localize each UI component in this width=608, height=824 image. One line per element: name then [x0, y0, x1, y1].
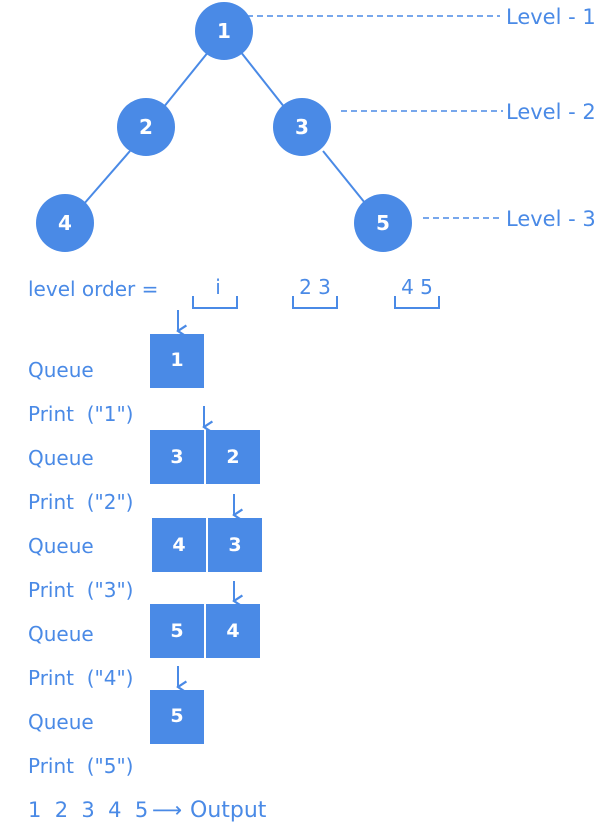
node-label: 4	[58, 211, 72, 235]
level-1-label: Level - 1	[506, 5, 596, 29]
print-label: Print ("4")	[28, 666, 133, 690]
level-order-label: level order =	[28, 277, 158, 301]
queue-label: Queue	[28, 622, 94, 646]
group-bracket	[192, 296, 238, 309]
edge-1-3	[239, 50, 286, 109]
queue-label: Queue	[28, 358, 94, 382]
group-bracket	[292, 296, 338, 309]
print-label: Print ("5")	[28, 754, 133, 778]
output-label: Output	[190, 798, 267, 823]
group-values: i	[215, 275, 221, 299]
output-sequence: 1 2 3 4 5	[28, 798, 148, 822]
level-order-group-2: 2 3	[292, 275, 338, 309]
queue-label: Queue	[28, 534, 94, 558]
queue-cell-value: 1	[170, 349, 183, 371]
queue-cell-value: 2	[226, 446, 239, 468]
group-values: 2 3	[299, 275, 331, 299]
node-label: 1	[217, 19, 231, 43]
tree-node-3: 3	[273, 98, 331, 156]
queue-cell: 2	[206, 430, 260, 484]
queue-cell: 4	[206, 604, 260, 658]
queue-cell: 3	[150, 430, 204, 484]
level-order-group-3: 4 5	[394, 275, 440, 309]
queue-cell-value: 3	[170, 446, 183, 468]
tree-node-4: 4	[36, 194, 94, 252]
queue-cell-value: 4	[172, 534, 185, 556]
edge-3-5	[322, 150, 366, 204]
queue-cell: 5	[150, 690, 204, 744]
queue-cell-value: 4	[226, 620, 239, 642]
node-label: 2	[139, 115, 153, 139]
right-arrow-icon: ⟶	[152, 798, 182, 822]
tree-node-5: 5	[354, 194, 412, 252]
group-values: 4 5	[401, 275, 433, 299]
queue-cell: 1	[150, 334, 204, 388]
queue-cell-value: 3	[228, 534, 241, 556]
tree-edges	[82, 50, 366, 206]
level-3-label: Level - 3	[506, 207, 596, 231]
queue-label: Queue	[28, 710, 94, 734]
queue-cell-value: 5	[170, 620, 183, 642]
queue-cell-value: 5	[170, 705, 183, 727]
queue-cell: 4	[152, 518, 206, 572]
print-label: Print ("1")	[28, 402, 133, 426]
level-order-group-1: i	[192, 275, 238, 309]
print-label: Print ("2")	[28, 490, 133, 514]
level-indicators	[237, 15, 503, 219]
queue-cell: 5	[150, 604, 204, 658]
queue-label: Queue	[28, 446, 94, 470]
tree-node-1: 1	[195, 2, 253, 60]
group-bracket	[394, 296, 440, 309]
queue-cell: 3	[208, 518, 262, 572]
node-label: 5	[376, 211, 390, 235]
level-2-label: Level - 2	[506, 100, 596, 124]
edge-2-4	[82, 150, 131, 206]
print-label: Print ("3")	[28, 578, 133, 602]
tree-node-2: 2	[117, 98, 175, 156]
edge-1-2	[162, 50, 210, 109]
node-label: 3	[295, 115, 309, 139]
